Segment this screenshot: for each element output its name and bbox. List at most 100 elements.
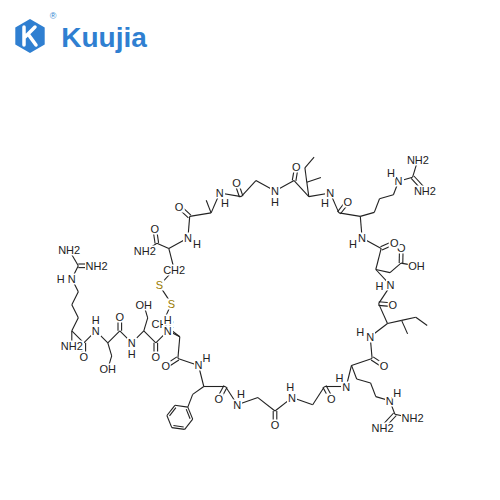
atom-label: N	[163, 325, 173, 336]
atom-label: H	[355, 327, 365, 338]
bond-line	[170, 408, 176, 416]
atom-label: N	[270, 186, 280, 197]
atom-label: O	[388, 299, 399, 310]
atom-label: O	[326, 394, 337, 405]
bond-line	[305, 168, 307, 182]
logo-text: Kuujia	[60, 24, 148, 52]
atom-label: OH	[407, 260, 426, 271]
atom-label: H	[392, 387, 402, 398]
atom-label: O	[379, 361, 390, 372]
bond-line	[313, 387, 325, 405]
bond-line	[108, 343, 112, 356]
bond-line	[193, 387, 204, 395]
atom-label: NH2	[401, 413, 425, 424]
bond-line	[388, 320, 402, 323]
atom-label: NH2	[413, 185, 437, 196]
atom-label: OH	[99, 363, 118, 374]
bond-line	[376, 270, 390, 273]
bond-line	[294, 181, 309, 197]
atom-label: N	[365, 331, 375, 342]
atom-label: O	[149, 223, 160, 234]
bond-line	[173, 426, 183, 428]
atom-label: O	[231, 178, 242, 189]
atom-label: O	[389, 237, 400, 248]
bond-line	[352, 358, 373, 365]
bond-line	[402, 320, 408, 334]
bond-line	[185, 419, 193, 429]
atom-label: H	[192, 239, 202, 250]
atom-label: O	[174, 201, 185, 212]
atom-label: O	[342, 196, 353, 207]
bond-line	[167, 405, 175, 415]
logo-icon	[15, 19, 44, 53]
bond-line	[376, 248, 381, 269]
atom-label: H	[202, 353, 212, 364]
bond-line	[307, 182, 309, 196]
bond-line	[144, 318, 148, 331]
bond-line	[305, 157, 314, 168]
bond-line	[339, 213, 360, 217]
bond-line	[188, 407, 193, 419]
atom-label: H	[348, 239, 358, 250]
atom-label: N	[67, 273, 77, 284]
bond-line	[186, 409, 190, 419]
atom-label: H	[335, 372, 345, 383]
registered-mark: ®	[49, 12, 58, 21]
bond-line	[357, 379, 371, 383]
atom-label: S	[167, 298, 176, 309]
atom-label: N	[287, 392, 297, 403]
bond-line	[72, 318, 79, 331]
atom-label: N	[357, 233, 367, 244]
bond-line	[352, 365, 357, 379]
bond-line	[144, 331, 156, 343]
atom-label: CH2	[162, 264, 186, 275]
atom-label: H	[127, 348, 137, 359]
atom-label: N	[91, 325, 101, 336]
atom-label: NH2	[371, 422, 395, 433]
bond-line	[175, 405, 188, 407]
atom-label: H	[236, 389, 246, 400]
bond-line	[374, 199, 379, 213]
atom-label: NH2	[60, 341, 84, 352]
bond-line	[108, 331, 120, 343]
bond-line	[390, 263, 401, 273]
bond-line	[190, 213, 211, 217]
atom-label: H	[91, 314, 101, 325]
bond-line	[416, 317, 427, 325]
atom-label: O	[79, 352, 90, 363]
atom-label: H	[56, 273, 66, 284]
atom-label: OH	[135, 299, 154, 310]
bond-line	[360, 212, 374, 216]
bond-line	[204, 386, 226, 387]
bond-line	[258, 398, 275, 411]
bond-line	[167, 416, 172, 428]
bond-line	[178, 337, 180, 359]
atom-label: N	[386, 280, 396, 291]
atom-label: H	[386, 168, 396, 179]
atom-label: H	[270, 197, 280, 208]
atom-label: S	[155, 280, 164, 291]
bond-line	[188, 394, 193, 407]
bond-line	[402, 317, 416, 320]
atom-label: O	[151, 352, 162, 363]
atom-label: NH2	[133, 246, 157, 257]
bond-line	[172, 428, 185, 430]
bond-line	[72, 292, 79, 305]
atom-label: H	[375, 281, 385, 292]
atom-label: O	[291, 161, 302, 172]
bond-line	[206, 200, 211, 213]
atom-label: H	[320, 197, 330, 208]
atom-label: H	[220, 197, 230, 208]
atom-label: N	[127, 337, 137, 348]
atom-label: N	[232, 399, 242, 410]
atom-label: O	[270, 420, 281, 431]
bond-line	[371, 383, 376, 397]
atom-label: O	[161, 361, 172, 372]
atom-label: NH2	[57, 245, 81, 256]
atom-label: O	[213, 394, 224, 405]
atom-label: NH2	[84, 260, 108, 271]
atom-label: H	[163, 314, 173, 325]
bond-line	[380, 195, 394, 199]
bond-line	[157, 243, 169, 248]
bond-line	[307, 177, 321, 182]
